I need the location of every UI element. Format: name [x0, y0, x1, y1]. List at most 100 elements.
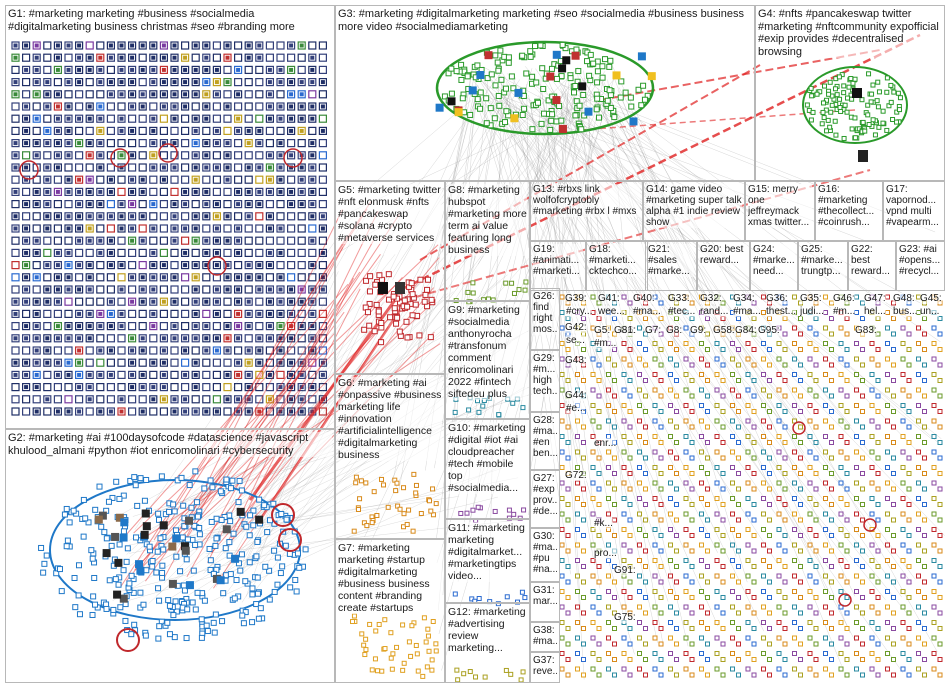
- node: [683, 558, 689, 563]
- node: [751, 595, 757, 600]
- node: [255, 383, 264, 392]
- node: [838, 651, 844, 656]
- node: [931, 573, 937, 579]
- node: [581, 626, 586, 631]
- node: [699, 496, 704, 501]
- node: [854, 558, 859, 563]
- node: [823, 434, 828, 439]
- node: [792, 558, 797, 563]
- node: [318, 297, 327, 306]
- node: [736, 548, 741, 554]
- node: [782, 533, 788, 538]
- node: [668, 620, 673, 625]
- node: [244, 114, 253, 123]
- node: [860, 564, 865, 569]
- node: [53, 236, 63, 245]
- node: [181, 41, 190, 50]
- node: [767, 657, 772, 662]
- node: [844, 502, 850, 507]
- node: [621, 589, 627, 594]
- small-group-text: enr...: [594, 438, 617, 449]
- node: [751, 316, 757, 321]
- node: [869, 372, 875, 377]
- node: [813, 409, 819, 414]
- edge: [207, 261, 447, 570]
- node: [869, 341, 875, 346]
- node: [668, 589, 673, 594]
- node: [854, 418, 859, 424]
- node: [922, 347, 927, 352]
- node: [658, 579, 664, 585]
- node: [869, 449, 875, 455]
- node: [782, 424, 788, 430]
- node: [885, 403, 890, 408]
- edge: [502, 93, 765, 632]
- node: [798, 672, 803, 678]
- node: [276, 90, 285, 99]
- node: [767, 548, 772, 554]
- group-label-g13: G13: #rbxs link wolfofcryptobly #marketi…: [533, 184, 640, 217]
- node: [823, 294, 828, 300]
- node: [488, 71, 495, 78]
- node: [590, 465, 596, 470]
- node: [683, 527, 689, 532]
- node: [720, 316, 726, 321]
- node: [658, 672, 664, 678]
- group-label-g9: G9: #marketing #socialmedia anthonyrocha…: [448, 304, 527, 400]
- node: [85, 126, 94, 136]
- node: [533, 79, 540, 86]
- node: [792, 372, 797, 377]
- node: [621, 449, 627, 455]
- node: [106, 224, 116, 233]
- node: [699, 604, 704, 610]
- node: [922, 316, 927, 321]
- node: [545, 97, 552, 104]
- node: [212, 151, 221, 160]
- node: [590, 418, 596, 424]
- avatar-node: [571, 51, 580, 60]
- node: [782, 672, 788, 678]
- node: [823, 325, 828, 331]
- node: [117, 346, 126, 355]
- node: [767, 347, 772, 352]
- node: [637, 620, 642, 625]
- node: [474, 62, 481, 69]
- node: [714, 496, 720, 501]
- node: [265, 273, 274, 282]
- node: [74, 297, 84, 306]
- node: [714, 387, 720, 393]
- node: [265, 41, 274, 50]
- node: [782, 378, 788, 383]
- small-group-label: G58:: [713, 325, 735, 336]
- node: [590, 511, 596, 517]
- node: [255, 236, 264, 245]
- node: [782, 409, 788, 414]
- node: [96, 273, 105, 282]
- node: [590, 635, 596, 641]
- node: [565, 347, 571, 352]
- node: [860, 424, 865, 430]
- node: [212, 102, 221, 111]
- node: [575, 449, 580, 455]
- node: [202, 273, 211, 282]
- node: [565, 579, 571, 585]
- node: [202, 309, 211, 318]
- node: [606, 480, 611, 486]
- node: [521, 105, 528, 112]
- node: [265, 126, 274, 136]
- avatar-node: [468, 86, 477, 95]
- node: [590, 480, 596, 486]
- node: [612, 626, 617, 631]
- node: [297, 212, 306, 221]
- node: [202, 126, 211, 136]
- self-loop: [110, 148, 130, 168]
- node: [714, 434, 720, 439]
- node: [181, 273, 190, 282]
- node: [318, 236, 327, 245]
- node: [807, 418, 813, 424]
- node: [674, 595, 679, 600]
- node: [149, 370, 158, 379]
- node: [730, 480, 735, 486]
- node: [782, 641, 788, 647]
- node: [937, 595, 943, 600]
